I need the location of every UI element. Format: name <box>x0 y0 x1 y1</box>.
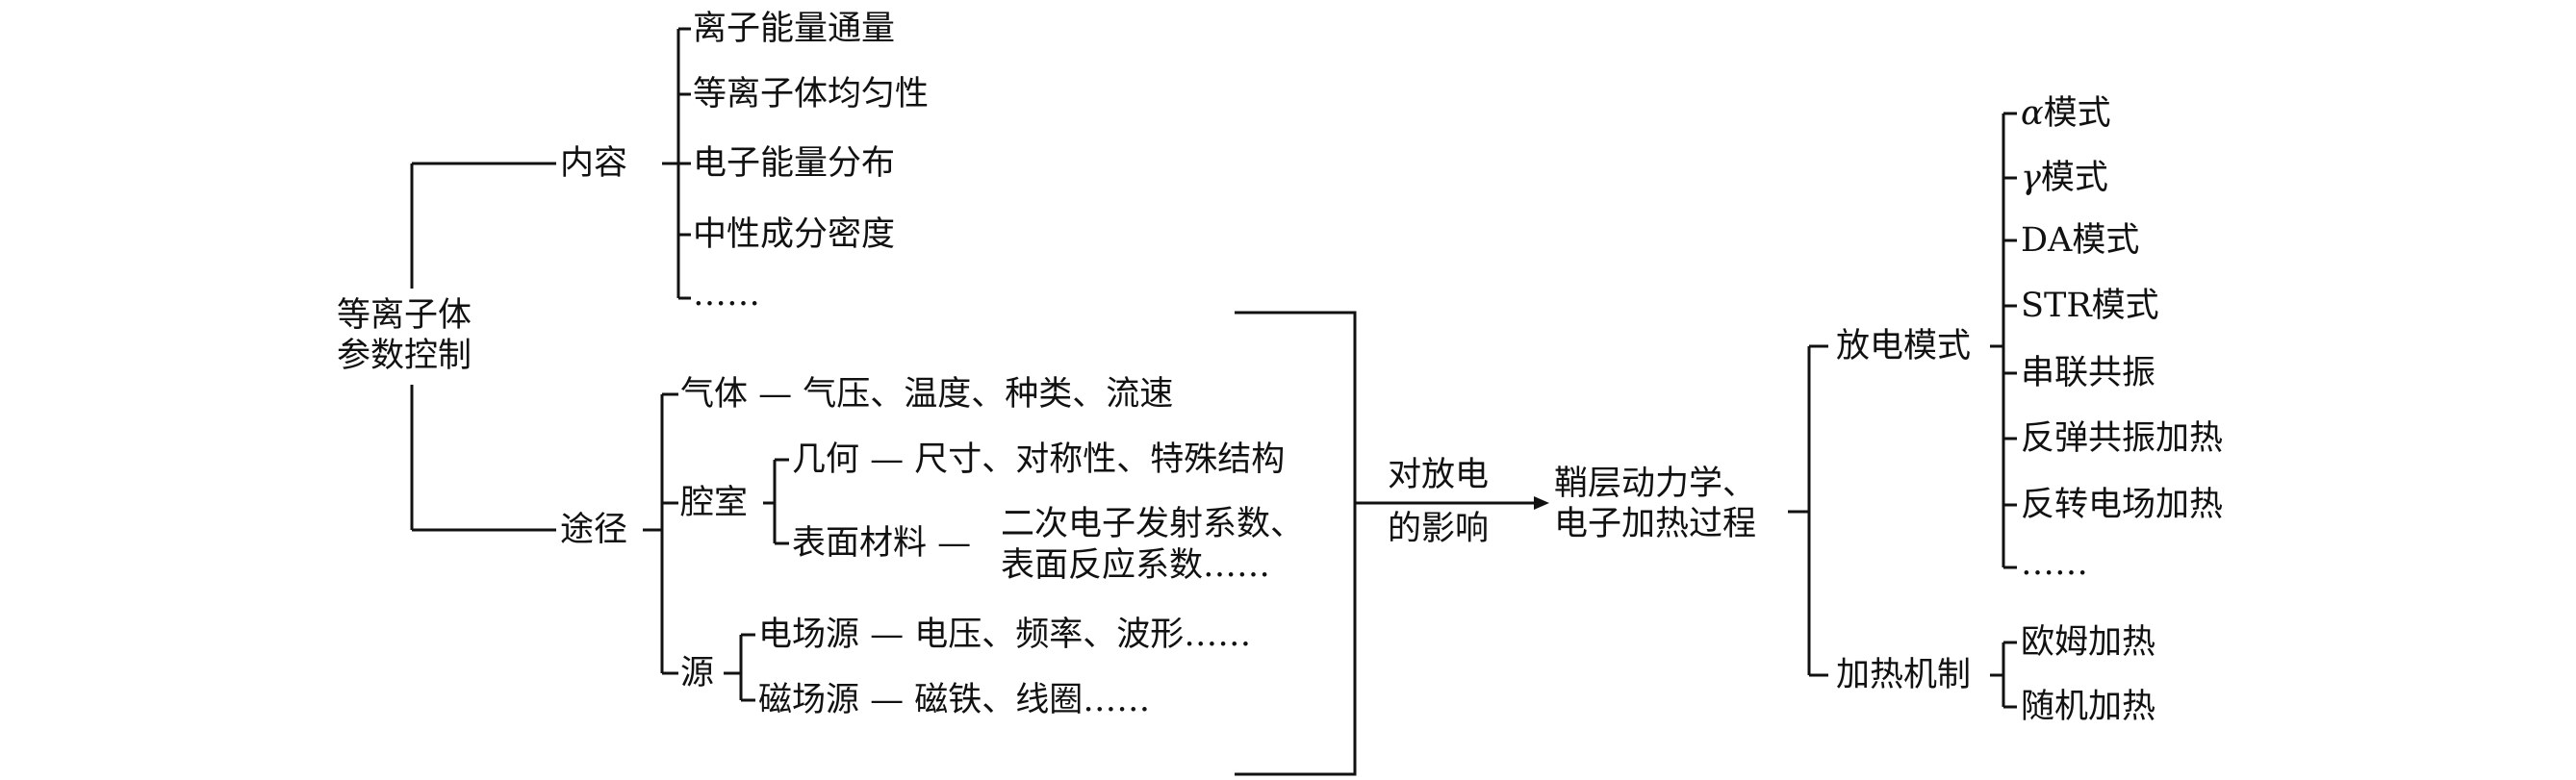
source-magnetic: 磁场源 — 磁铁、线圈…… <box>758 681 1151 719</box>
source-electric: 电场源 — 电压、频率、波形…… <box>758 616 1252 654</box>
mode-suffix: 模式 <box>2043 94 2111 133</box>
mode-item-alpha: α模式 <box>2021 93 2111 134</box>
alpha-symbol: α <box>2021 94 2044 133</box>
discharge-modes-label: 放电模式 <box>1836 327 1972 365</box>
mode-item: 反转电场加热 <box>2021 486 2224 524</box>
chamber-label: 腔室 <box>680 484 749 522</box>
content-item: 中性成分密度 <box>693 215 896 254</box>
mode-suffix: 模式 <box>2040 159 2108 197</box>
heating-mechanism-label: 加热机制 <box>1836 656 1972 694</box>
mode-item: STR模式 <box>2021 287 2159 325</box>
arrow-label-line1: 对放电 <box>1388 456 1490 494</box>
chamber-surface-detail-2: 表面反应系数…… <box>1001 546 1271 585</box>
heating-bracket <box>1990 641 2017 709</box>
approach-right-bracket <box>1235 311 1357 776</box>
mode-item-ellipsis: …… <box>2021 544 2088 583</box>
content-item: 电子能量分布 <box>693 144 896 183</box>
influence-arrowhead <box>1534 496 1549 510</box>
target-line1: 鞘层动力学、 <box>1554 465 1757 503</box>
mode-item: 反弹共振加热 <box>2021 419 2224 458</box>
modes-bracket <box>1990 112 2017 569</box>
approach-label: 途径 <box>560 511 628 549</box>
chamber-geometry: 几何 — 尺寸、对称性、特殊结构 <box>792 440 1286 479</box>
mode-item: DA模式 <box>2021 221 2140 260</box>
gamma-symbol: γ <box>2021 159 2041 197</box>
mode-item-gamma: γ模式 <box>2021 158 2108 198</box>
root-label-line1: 等离子体 <box>337 296 472 335</box>
heating-item: 随机加热 <box>2021 688 2156 726</box>
content-item: 离子能量通量 <box>693 10 896 48</box>
source-label: 源 <box>680 654 715 692</box>
content-item-ellipsis: …… <box>693 275 760 314</box>
target-bracket <box>1788 344 1828 677</box>
chamber-bracket <box>763 458 789 545</box>
content-bracket <box>662 27 691 300</box>
chamber-surface: 表面材料 — <box>792 524 972 563</box>
source-bracket <box>724 633 755 702</box>
chamber-surface-detail-1: 二次电子发射系数、 <box>1001 505 1305 543</box>
gas-item: 气体 — 气压、温度、种类、流速 <box>680 375 1174 414</box>
content-item: 等离子体均匀性 <box>693 75 930 113</box>
approach-bracket <box>643 392 678 675</box>
arrow-label-line2: 的影响 <box>1388 510 1490 548</box>
root-bracket <box>410 162 556 532</box>
content-label: 内容 <box>560 144 628 183</box>
root-label-line2: 参数控制 <box>337 337 472 375</box>
mode-item: 串联共振 <box>2021 354 2156 392</box>
target-line2: 电子加热过程 <box>1554 505 1757 543</box>
heating-item: 欧姆加热 <box>2021 623 2156 662</box>
